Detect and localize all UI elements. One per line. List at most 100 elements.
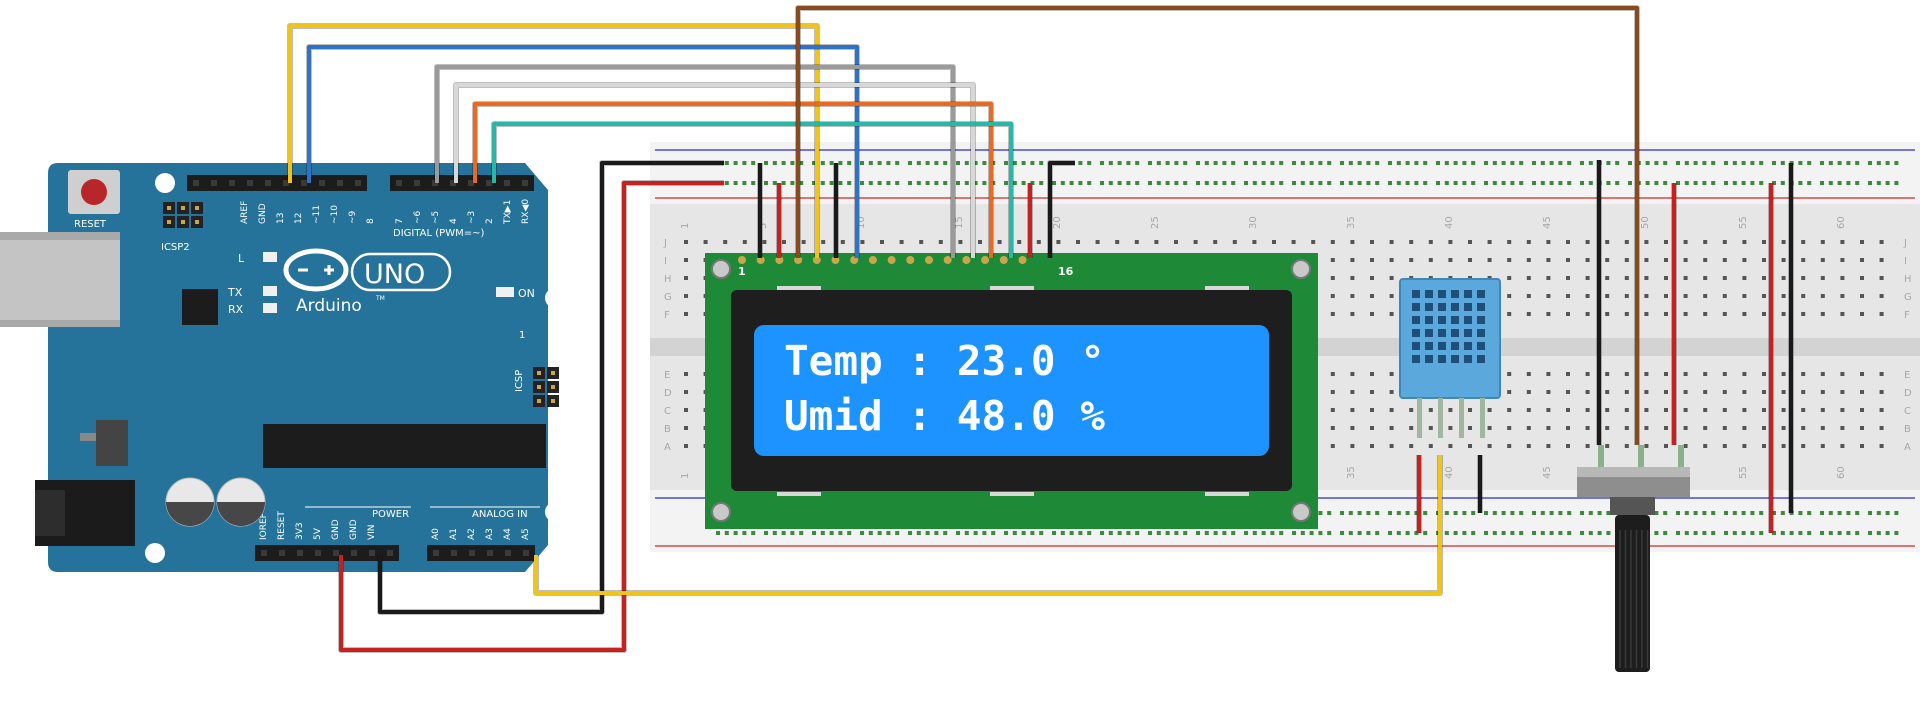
analog-label: ANALOG IN [472,509,528,520]
pot-pin [1598,445,1604,469]
grid-hole [1350,312,1355,316]
rail-hole [1741,161,1746,165]
grid-hole [1330,276,1335,280]
rail-hole [1876,531,1881,535]
rail-hole [1021,161,1026,165]
rail-hole [1606,181,1611,185]
grid-hole [1566,372,1570,376]
rail-hole [1820,531,1824,535]
dht11-vent [1477,342,1485,350]
wires [287,5,1794,653]
rail-hole [1357,531,1362,535]
grid-hole [1526,294,1531,298]
rail-hole [925,161,930,165]
rail-hole [908,531,912,535]
analog-pin-label: A1 [449,528,459,540]
atmega-chip [263,424,546,468]
rail-hole [1876,511,1881,515]
grid-hole [1546,372,1551,376]
rail-hole [956,531,960,535]
header-socket [355,180,361,186]
rail-hole [1684,531,1689,535]
led-l-label: L [238,252,245,265]
grid-hole [1389,258,1394,262]
grid-hole [1330,444,1335,448]
rail-hole [1309,161,1314,165]
capacitor-band [217,502,265,526]
rail-hole [1318,161,1323,165]
rail-hole [895,531,900,535]
rail-hole [1772,511,1776,515]
rail-hole [1519,161,1524,165]
grid-hole [1526,276,1531,280]
grid-hole [1801,276,1806,280]
led-rx [263,303,277,313]
grid-hole [1820,408,1825,412]
header-socket [351,550,357,556]
grid-hole [1566,258,1570,262]
dht11-vent [1464,303,1472,311]
rail-hole [1798,531,1803,535]
lcd-frame-tab [777,286,821,290]
grid-hole [1174,240,1178,244]
grid-hole [1448,240,1453,244]
grid-hole [1134,240,1139,244]
rail-hole [799,161,804,165]
rail-hole [1510,181,1515,185]
rail-hole [1798,511,1803,515]
led-tx [263,286,277,296]
rail-hole [1366,181,1371,185]
rail-hole [1615,161,1620,165]
grid-hole [684,390,688,394]
digital-pin-label: 13 [276,213,286,224]
grid-hole [1468,426,1472,430]
analog-pin-label: A5 [521,528,531,540]
rail-hole [1645,161,1650,165]
rail-hole [1549,181,1554,185]
rail-hole [973,181,978,185]
dht11-vent [1412,303,1420,311]
rail-hole [1366,531,1371,535]
led-tx-label: TX [227,286,243,299]
grid-hole [1370,390,1374,394]
rail-hole [1663,531,1668,535]
grid-hole [1468,408,1472,412]
rail-hole [1789,531,1794,535]
row-letter: J [1903,238,1907,249]
rail-hole [1231,531,1236,535]
grid-hole [1762,258,1766,262]
dht11-vent [1451,329,1459,337]
rail-hole [1270,531,1275,535]
rail-hole [1060,531,1065,535]
rail-hole [1204,531,1209,535]
grid-hole [1624,372,1629,376]
rail-hole [1676,181,1680,185]
grid-hole [1605,294,1610,298]
column-number: 55 [1738,216,1749,229]
rail-hole [1798,161,1803,165]
led-rx-label: RX [228,303,244,316]
pot-collar [1610,497,1655,515]
rail-hole [1279,161,1284,165]
rail-hole [1894,511,1899,515]
rail-hole [1519,511,1524,515]
rail-hole [1628,161,1632,165]
rail-hole [1820,181,1824,185]
grid-hole [821,240,826,244]
grid-hole [1762,444,1766,448]
grid-hole [1585,276,1590,280]
grid-hole [1487,258,1492,262]
rail-hole [1261,531,1266,535]
column-number: 25 [1150,216,1161,229]
rail-hole [1405,531,1410,535]
rail-hole [781,161,786,165]
grid-hole [1370,426,1374,430]
rail-hole [1444,161,1449,165]
grid-hole [840,240,845,244]
icsp-pin1-label: 1 [519,330,525,341]
rail-hole [1684,181,1689,185]
grid-hole [1801,312,1806,316]
header-socket [333,550,339,556]
rail-hole [1444,181,1449,185]
